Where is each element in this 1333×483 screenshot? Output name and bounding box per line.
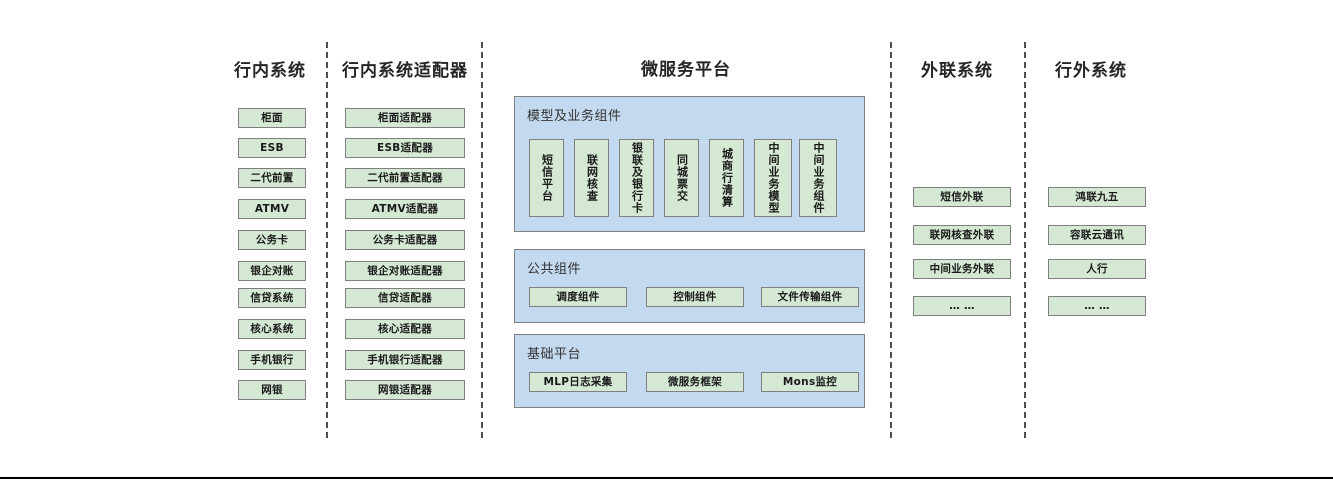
node-public-component[interactable]: 调度组件 [529,287,627,307]
node-model-component[interactable]: 联网核查 [574,139,609,217]
node-internal-adapter[interactable]: 柜面适配器 [345,108,465,128]
node-external-link-system-ellipsis[interactable]: … … [913,296,1011,316]
node-model-component[interactable]: 城商行清算 [709,139,744,217]
divider-1 [326,42,328,438]
node-base-platform-component[interactable]: Mons监控 [761,372,859,392]
node-model-component[interactable]: 短信平台 [529,139,564,217]
node-label: 短信平台 [540,154,554,202]
node-label: 城商行清算 [720,148,734,208]
node-label: 中间业务组件 [812,142,826,214]
node-external-link-system[interactable]: 短信外联 [913,187,1011,207]
divider-2 [481,42,483,438]
node-internal-system[interactable]: 银企对账 [238,261,306,281]
divider-4 [1024,42,1026,438]
node-label: 银联及银行卡 [630,142,644,214]
node-internal-system[interactable]: 手机银行 [238,350,306,370]
node-internal-system[interactable]: 核心系统 [238,319,306,339]
node-internal-system[interactable]: ESB [238,138,306,158]
node-internal-adapter[interactable]: 核心适配器 [345,319,465,339]
panel-public-components: 公共组件 [514,249,865,323]
node-public-component[interactable]: 控制组件 [646,287,744,307]
panel-base-platform: 基础平台 [514,334,865,408]
bottom-rule [0,477,1333,479]
node-internal-system[interactable]: 柜面 [238,108,306,128]
panel-title-base-platform: 基础平台 [527,347,582,362]
node-internal-adapter[interactable]: 信贷适配器 [345,288,465,308]
node-internal-adapter[interactable]: 网银适配器 [345,380,465,400]
node-internal-adapter[interactable]: 二代前置适配器 [345,168,465,188]
node-internal-system[interactable]: 二代前置 [238,168,306,188]
column-title-internal-adapters: 行内系统适配器 [342,61,468,81]
node-public-component[interactable]: 文件传输组件 [761,287,859,307]
column-title-external-link-systems: 外联系统 [921,61,993,81]
node-internal-adapter[interactable]: 公务卡适配器 [345,230,465,250]
node-internal-adapter[interactable]: 银企对账适配器 [345,261,465,281]
node-internal-system[interactable]: ATMV [238,199,306,219]
node-label: 中间业务模型 [767,142,781,214]
node-internal-adapter[interactable]: ATMV适配器 [345,199,465,219]
node-label: 同城票交 [675,154,689,202]
node-internal-adapter[interactable]: ESB适配器 [345,138,465,158]
node-model-component[interactable]: 同城票交 [664,139,699,217]
node-internal-system[interactable]: 信贷系统 [238,288,306,308]
node-base-platform-component[interactable]: 微服务框架 [646,372,744,392]
node-outside-system-ellipsis[interactable]: … … [1048,296,1146,316]
node-model-component[interactable]: 中间业务组件 [799,139,837,217]
divider-3 [890,42,892,438]
column-title-internal-systems: 行内系统 [234,61,306,81]
node-model-component[interactable]: 银联及银行卡 [619,139,654,217]
node-model-component[interactable]: 中间业务模型 [754,139,792,217]
column-title-microservice-platform: 微服务平台 [641,60,731,80]
node-label: 联网核查 [585,154,599,202]
node-internal-system[interactable]: 公务卡 [238,230,306,250]
panel-title-public-components: 公共组件 [527,262,582,277]
node-external-link-system[interactable]: 联网核查外联 [913,225,1011,245]
node-internal-adapter[interactable]: 手机银行适配器 [345,350,465,370]
column-title-outside-systems: 行外系统 [1055,61,1127,81]
panel-title-model-business-components: 模型及业务组件 [527,109,622,124]
node-external-link-system[interactable]: 中间业务外联 [913,259,1011,279]
node-base-platform-component[interactable]: MLP日志采集 [529,372,627,392]
node-outside-system[interactable]: 人行 [1048,259,1146,279]
node-outside-system[interactable]: 鸿联九五 [1048,187,1146,207]
node-outside-system[interactable]: 容联云通讯 [1048,225,1146,245]
node-internal-system[interactable]: 网银 [238,380,306,400]
